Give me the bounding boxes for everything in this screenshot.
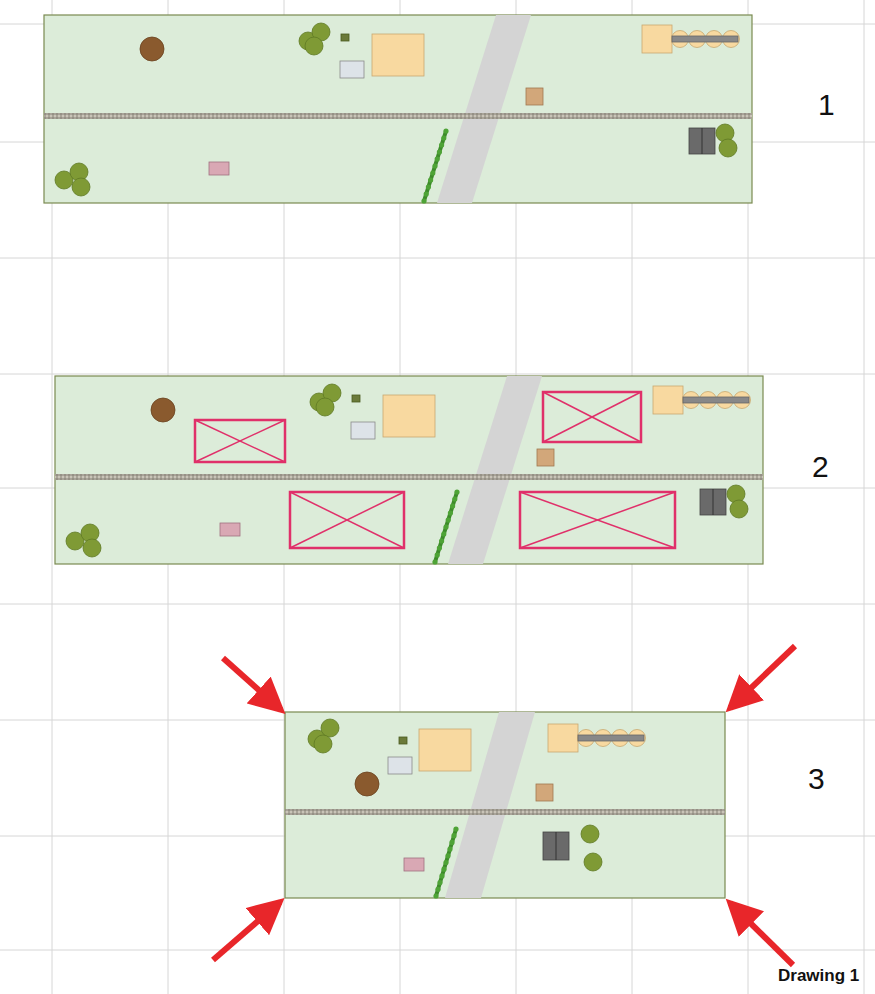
drawing-caption: Drawing 1: [778, 966, 859, 986]
plan-number: 1: [818, 88, 835, 122]
plan-number: 3: [808, 762, 825, 796]
plan-number: 2: [812, 450, 829, 484]
